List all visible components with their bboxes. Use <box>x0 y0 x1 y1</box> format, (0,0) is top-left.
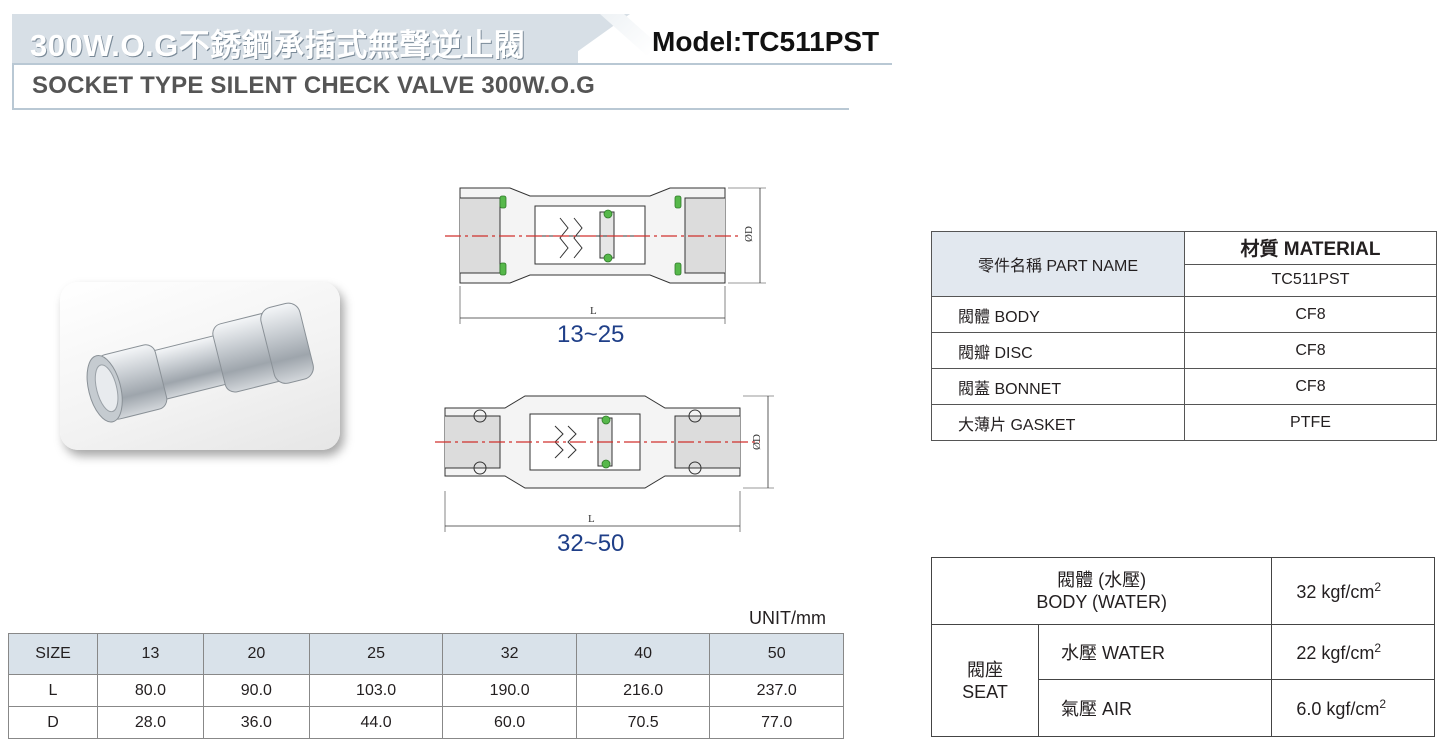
seat-label: 閥座 SEAT <box>931 624 1039 737</box>
body-pressure-value: 32 kgf/cm2 <box>1271 557 1435 625</box>
unit-exponent: 2 <box>1374 640 1382 655</box>
table-row: L 80.0 90.0 103.0 190.0 216.0 237.0 <box>8 674 844 707</box>
table-row: 閥瓣 DISC CF8 <box>931 332 1437 369</box>
seat-water-value: 22 kgf/cm2 <box>1271 624 1435 680</box>
unit-label: UNIT/mm <box>749 608 826 628</box>
unit-exponent: 2 <box>1379 696 1387 711</box>
seat-air-value: 6.0 kgf/cm2 <box>1271 679 1435 737</box>
page-subtitle: SOCKET TYPE SILENT CHECK VALVE 300W.O.G <box>32 72 595 99</box>
header-cell: 20 <box>202 633 310 675</box>
row-label: L <box>8 674 98 707</box>
table-row: 大薄片 GASKET PTFE <box>931 404 1437 441</box>
dim-diameter-label: ØD <box>743 226 755 242</box>
body-label-zh: 閥體 (水壓) <box>1057 570 1147 590</box>
material-header: 材質 MATERIAL <box>1184 231 1437 265</box>
material-cell: CF8 <box>1184 368 1437 405</box>
cell: 70.5 <box>575 706 711 739</box>
body-pressure-label: 閥體 (水壓) BODY (WATER) <box>930 557 1273 625</box>
dim-length-label: L <box>588 513 595 525</box>
product-photo <box>86 302 314 423</box>
part-cell: 閥蓋 BONNET <box>931 368 1185 405</box>
cell: 190.0 <box>442 674 577 707</box>
seat-air-label: 氣壓 AIR <box>1037 679 1273 737</box>
cell: 77.0 <box>709 706 844 739</box>
size-table: SIZE 13 20 25 32 40 50 L 80.0 90.0 103.0… <box>8 633 844 739</box>
air-value-text: 6.0 kgf/cm <box>1296 698 1380 719</box>
row-label: D <box>8 706 98 739</box>
header-cell: 25 <box>308 633 444 675</box>
body-label-en: BODY (WATER) <box>1036 592 1167 612</box>
unit-exponent: 2 <box>1374 579 1382 594</box>
title-band <box>12 14 578 64</box>
size-range-small: 13~25 <box>557 321 625 348</box>
table-row: 閥蓋 BONNET CF8 <box>931 368 1437 405</box>
dim-diameter-label: ØD <box>751 434 763 450</box>
cell: 103.0 <box>308 674 444 707</box>
subtitle-frame <box>12 64 849 110</box>
table-header-row: SIZE 13 20 25 32 40 50 <box>8 633 844 675</box>
cell: 44.0 <box>308 706 444 739</box>
part-name-header: 零件名稱 PART NAME <box>931 231 1185 297</box>
part-cell: 閥瓣 DISC <box>931 332 1185 369</box>
cell: 28.0 <box>97 706 204 739</box>
material-cell: PTFE <box>1184 404 1437 441</box>
part-cell: 閥體 BODY <box>931 296 1185 333</box>
header-divider <box>12 63 892 65</box>
model-number: Model:TC511PST <box>652 26 880 57</box>
table-row: D 28.0 36.0 44.0 60.0 70.5 77.0 <box>8 706 844 739</box>
cell: 216.0 <box>575 674 711 707</box>
dim-length-label: L <box>590 305 597 317</box>
material-table: 零件名稱 PART NAME 材質 MATERIAL TC511PST 閥體 B… <box>931 231 1437 441</box>
cross-section-drawing-small: L ØD <box>445 187 766 324</box>
cell: 80.0 <box>97 674 204 707</box>
header-cell: 13 <box>97 633 204 675</box>
header-cell: SIZE <box>8 633 98 675</box>
part-cell: 大薄片 GASKET <box>931 404 1185 441</box>
header-cell: 32 <box>442 633 577 675</box>
material-cell: CF8 <box>1184 332 1437 369</box>
model-header: TC511PST <box>1184 263 1437 297</box>
body-value-text: 32 kgf/cm <box>1296 581 1375 602</box>
header-cell: 40 <box>575 633 711 675</box>
cell: 237.0 <box>709 674 844 707</box>
cross-section-drawing-large: L ØD <box>435 395 774 532</box>
material-cell: CF8 <box>1184 296 1437 333</box>
seat-label-zh: 閥座 <box>967 659 1003 680</box>
seat-water-label: 水壓 WATER <box>1037 624 1273 680</box>
cell: 90.0 <box>202 674 310 707</box>
cell: 60.0 <box>442 706 577 739</box>
water-value-text: 22 kgf/cm <box>1296 642 1375 663</box>
page-title: 300W.O.G不銹鋼承插式無聲逆止閥 <box>30 28 526 63</box>
seat-label-en: SEAT <box>962 681 1008 702</box>
table-row: 閥體 BODY CF8 <box>931 296 1437 333</box>
pressure-table: 閥體 (水壓) BODY (WATER) 32 kgf/cm2 閥座 SEAT … <box>930 557 1435 737</box>
size-range-large: 32~50 <box>557 530 625 557</box>
header-cell: 50 <box>709 633 844 675</box>
cell: 36.0 <box>202 706 310 739</box>
